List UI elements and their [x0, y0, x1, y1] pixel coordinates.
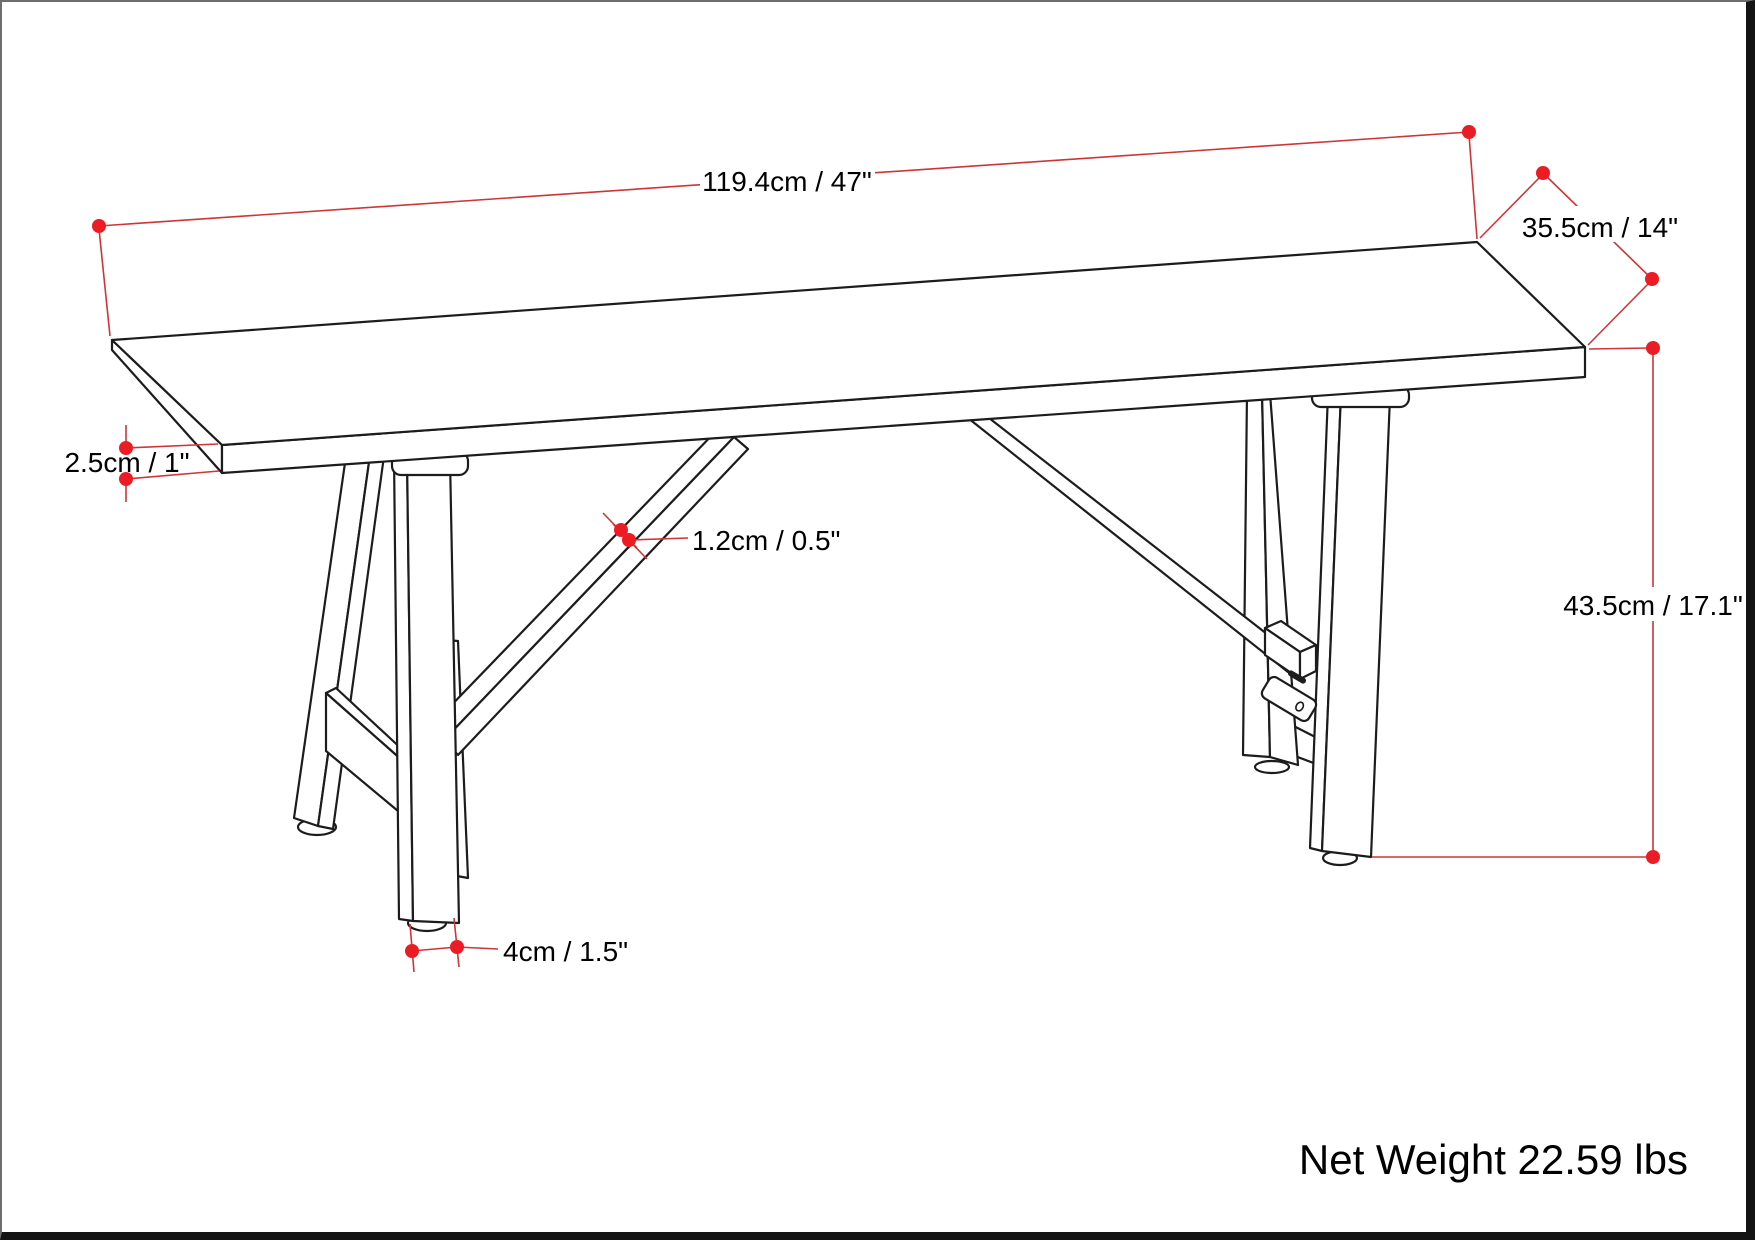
- foot-pad: [1253, 759, 1291, 775]
- extension-line: [1479, 175, 1542, 239]
- dimension-line-foot: [411, 946, 458, 952]
- stretcher-brace-left-top-face: [438, 427, 736, 742]
- left-front-leg: [405, 454, 461, 925]
- bench-seat: [110, 240, 1587, 475]
- keyhole-icon: [1295, 701, 1305, 712]
- keyhole-plate: [1260, 675, 1318, 723]
- dimension-dot: [622, 533, 636, 547]
- leader-line: [629, 537, 689, 541]
- dimension-dot: [405, 944, 419, 958]
- right-trestle: [966, 390, 1392, 867]
- stretcher-brace-left-side-face: [442, 435, 750, 757]
- label-mask: [1567, 587, 1739, 621]
- dimension-dot: [1646, 850, 1660, 864]
- bracket-slot-icon: [1287, 670, 1307, 684]
- dimension-dot: [1646, 341, 1660, 355]
- seat-top-face: [110, 240, 1587, 447]
- left-trestle: [292, 427, 750, 933]
- dimension-dot: [450, 940, 464, 954]
- extension-line: [1587, 281, 1651, 346]
- label-mask: [1524, 206, 1676, 242]
- extension-line: [1468, 134, 1478, 240]
- dimension-dot: [119, 441, 133, 455]
- dimension-dot: [119, 472, 133, 486]
- bracket-right-face: [1298, 643, 1318, 681]
- dimension-label-top-thickness: 2.5cm / 1": [64, 447, 189, 478]
- dimension-label-stretcher-thickness: 1.2cm / 0.5": [692, 525, 840, 556]
- dimension-label-height: 43.5cm / 17.1": [1563, 590, 1743, 621]
- dimension-dot: [1462, 125, 1476, 139]
- dimension-annotations: 119.4cm / 47" 35.5cm / 14" 2.5cm / 1" 1.…: [64, 125, 1743, 973]
- dimension-dot: [92, 219, 106, 233]
- extension-line: [1588, 347, 1650, 350]
- dimension-dot: [1536, 166, 1550, 180]
- dimension-dot: [1645, 272, 1659, 286]
- net-weight-label: Net Weight 22.59 lbs: [1299, 1136, 1688, 1183]
- dimension-dot: [614, 523, 628, 537]
- dimension-label-length: 119.4cm / 47": [702, 166, 872, 197]
- dimension-label-foot-width: 4cm / 1.5": [503, 936, 628, 967]
- label-mask: [700, 161, 875, 198]
- leader-line: [125, 470, 220, 480]
- leader-line: [125, 443, 219, 449]
- extension-line: [98, 228, 111, 337]
- bench-drawing: [110, 240, 1587, 933]
- dimension-label-depth: 35.5cm / 14": [1522, 212, 1678, 243]
